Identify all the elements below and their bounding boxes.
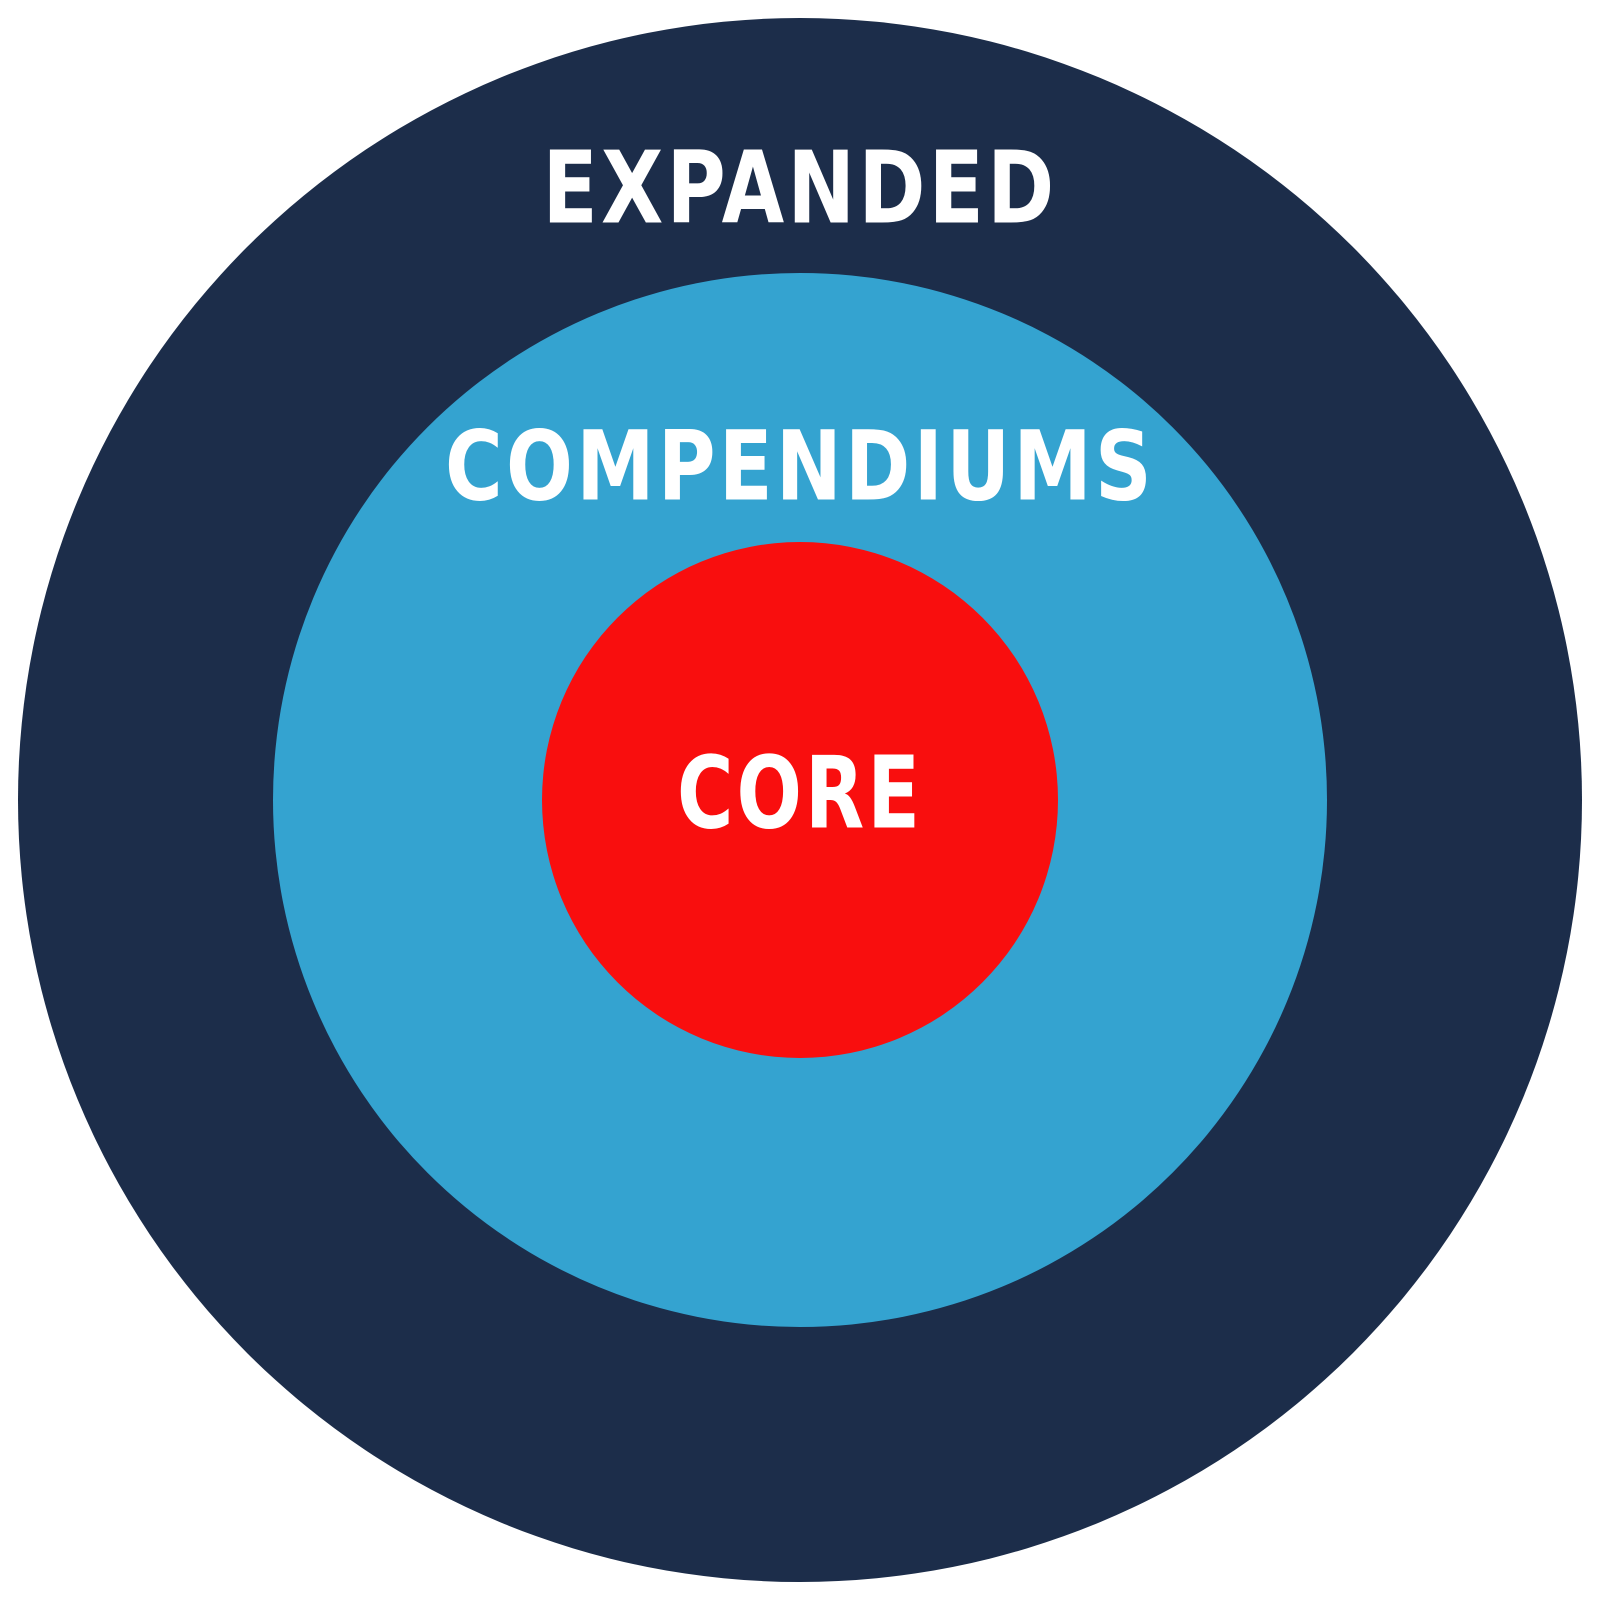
core-ring	[542, 542, 1058, 1058]
expanded-label: EXPANDED	[543, 129, 1058, 246]
compendiums-label: COMPENDIUMS	[445, 410, 1155, 522]
core-label: CORE	[677, 734, 923, 851]
